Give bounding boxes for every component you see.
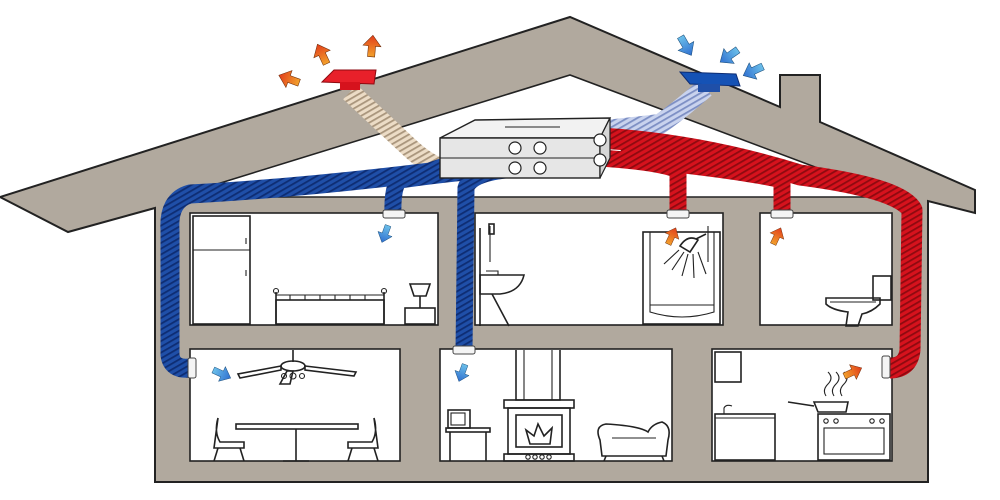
room-bathroom xyxy=(474,212,724,327)
dining-chair-right xyxy=(347,417,379,462)
lamp-icon xyxy=(404,283,436,325)
unit-port-3 xyxy=(508,161,522,175)
armchair-icon xyxy=(597,421,670,462)
unit-port-1 xyxy=(508,141,522,155)
intake-arrow-left xyxy=(672,31,700,61)
wall-cabinet-icon xyxy=(714,351,742,383)
grille-dining xyxy=(187,357,197,379)
stove-icon xyxy=(787,371,891,461)
exhaust-arrow-right xyxy=(361,34,383,58)
intake-arrow-mid xyxy=(714,42,744,70)
roof-intake-cap xyxy=(678,71,741,87)
grille-toilet xyxy=(770,209,794,219)
unit-port-6 xyxy=(593,153,607,167)
roof-exhaust-collar xyxy=(340,82,360,90)
room-bedroom xyxy=(189,212,439,326)
grille-bath xyxy=(666,209,690,219)
bed-icon xyxy=(272,287,388,325)
intake-duct xyxy=(604,80,712,140)
room-living xyxy=(439,348,673,462)
exhaust-arrow-left xyxy=(275,66,303,92)
kitchen-counter xyxy=(714,404,776,461)
extract-duct-main xyxy=(599,127,923,379)
grille-bedroom xyxy=(382,209,406,219)
toilet-icon xyxy=(825,275,892,327)
tv-icon xyxy=(445,409,491,461)
fireplace-icon xyxy=(503,350,575,462)
exhaust-arrow-mid xyxy=(309,40,335,68)
shower-icon xyxy=(642,226,721,325)
mvhr-unit xyxy=(439,117,612,179)
grille-living xyxy=(452,345,476,355)
roof-intake-collar xyxy=(698,84,720,92)
ceiling-fan-icon xyxy=(236,350,358,385)
dining-chair-left xyxy=(213,417,245,462)
grille-kitchen xyxy=(881,355,891,379)
wardrobe-icon xyxy=(192,215,251,325)
intake-arrow-right xyxy=(739,58,767,84)
grilles xyxy=(187,209,891,379)
dining-table-icon xyxy=(235,423,359,462)
room-dining xyxy=(189,348,401,462)
extract-duct-toilet xyxy=(619,149,791,215)
unit-port-2 xyxy=(533,141,547,155)
sink-icon xyxy=(479,223,526,327)
room-kitchen xyxy=(711,348,893,462)
unit-port-5 xyxy=(593,133,607,147)
unit-port-4 xyxy=(533,161,547,175)
roof-exhaust-cap xyxy=(320,69,377,85)
